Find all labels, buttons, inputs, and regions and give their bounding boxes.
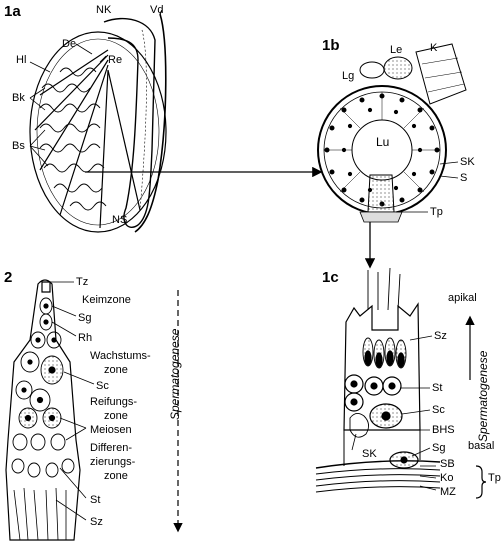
- label-tp-1c: Tp: [488, 472, 501, 484]
- label-reifungs-2: zone: [104, 410, 128, 422]
- label-reifungs-1: Reifungs-: [90, 396, 138, 408]
- label-tp-1b: Tp: [430, 206, 443, 218]
- label-vd: Vd: [150, 4, 164, 16]
- tubule-cross-section: [317, 43, 467, 223]
- label-k: K: [430, 42, 438, 54]
- sertoli-cell-detail: [315, 267, 441, 493]
- label-bs: Bs: [12, 140, 25, 152]
- label-meiosen: Meiosen: [90, 424, 132, 436]
- label-ko: Ko: [440, 472, 454, 484]
- label-st-2: St: [90, 494, 101, 506]
- label-zierungs: zierungs-: [90, 456, 136, 468]
- label-lg: Lg: [342, 70, 355, 82]
- label-bhs: BHS: [432, 424, 455, 436]
- label-sk-1c: SK: [362, 448, 377, 460]
- label-wachstums-1: Wachstums-: [90, 350, 151, 362]
- label-sz-1c: Sz: [434, 330, 447, 342]
- label-nk: NK: [96, 4, 112, 16]
- label-sg-2: Sg: [78, 312, 92, 324]
- panel-label-1a: 1a: [4, 3, 21, 20]
- tp-brace: [475, 465, 487, 499]
- label-sg-1c: Sg: [432, 442, 446, 454]
- label-ns: NS: [112, 214, 128, 226]
- panel-label-2: 2: [4, 269, 13, 286]
- label-bk: Bk: [12, 92, 25, 104]
- panel-label-1c: 1c: [322, 269, 339, 286]
- label-mz: MZ: [440, 486, 456, 498]
- label-sz-2: Sz: [90, 516, 103, 528]
- label-wachstums-2: zone: [104, 364, 128, 376]
- label-apikal: apikal: [448, 292, 477, 304]
- label-keimzone: Keimzone: [82, 294, 131, 306]
- label-tz: Tz: [76, 276, 89, 288]
- label-sc-1c: Sc: [432, 404, 445, 416]
- label-spermatogenese-1c: Spermatogenese: [476, 350, 490, 442]
- testis-drawing: [29, 9, 167, 233]
- label-lu: Lu: [376, 135, 390, 149]
- label-hl: Hl: [16, 54, 27, 66]
- label-rh: Rh: [78, 332, 93, 344]
- label-basal: basal: [468, 440, 495, 452]
- label-differen: Differen-: [90, 442, 132, 454]
- label-sc-2: Sc: [96, 380, 109, 392]
- panel-label-1b: 1b: [322, 37, 340, 54]
- label-sk-1b: SK: [460, 156, 475, 168]
- label-re: Re: [108, 54, 123, 66]
- spermatogenesis-column: [5, 279, 95, 541]
- label-st-1c: St: [432, 382, 443, 394]
- label-le: Le: [390, 44, 403, 56]
- label-spermatogenese-2: Spermatogenese: [168, 328, 182, 420]
- label-de: De: [62, 38, 77, 50]
- label-zone-diff: zone: [104, 470, 128, 482]
- label-sb: SB: [440, 458, 455, 470]
- label-s: S: [460, 172, 468, 184]
